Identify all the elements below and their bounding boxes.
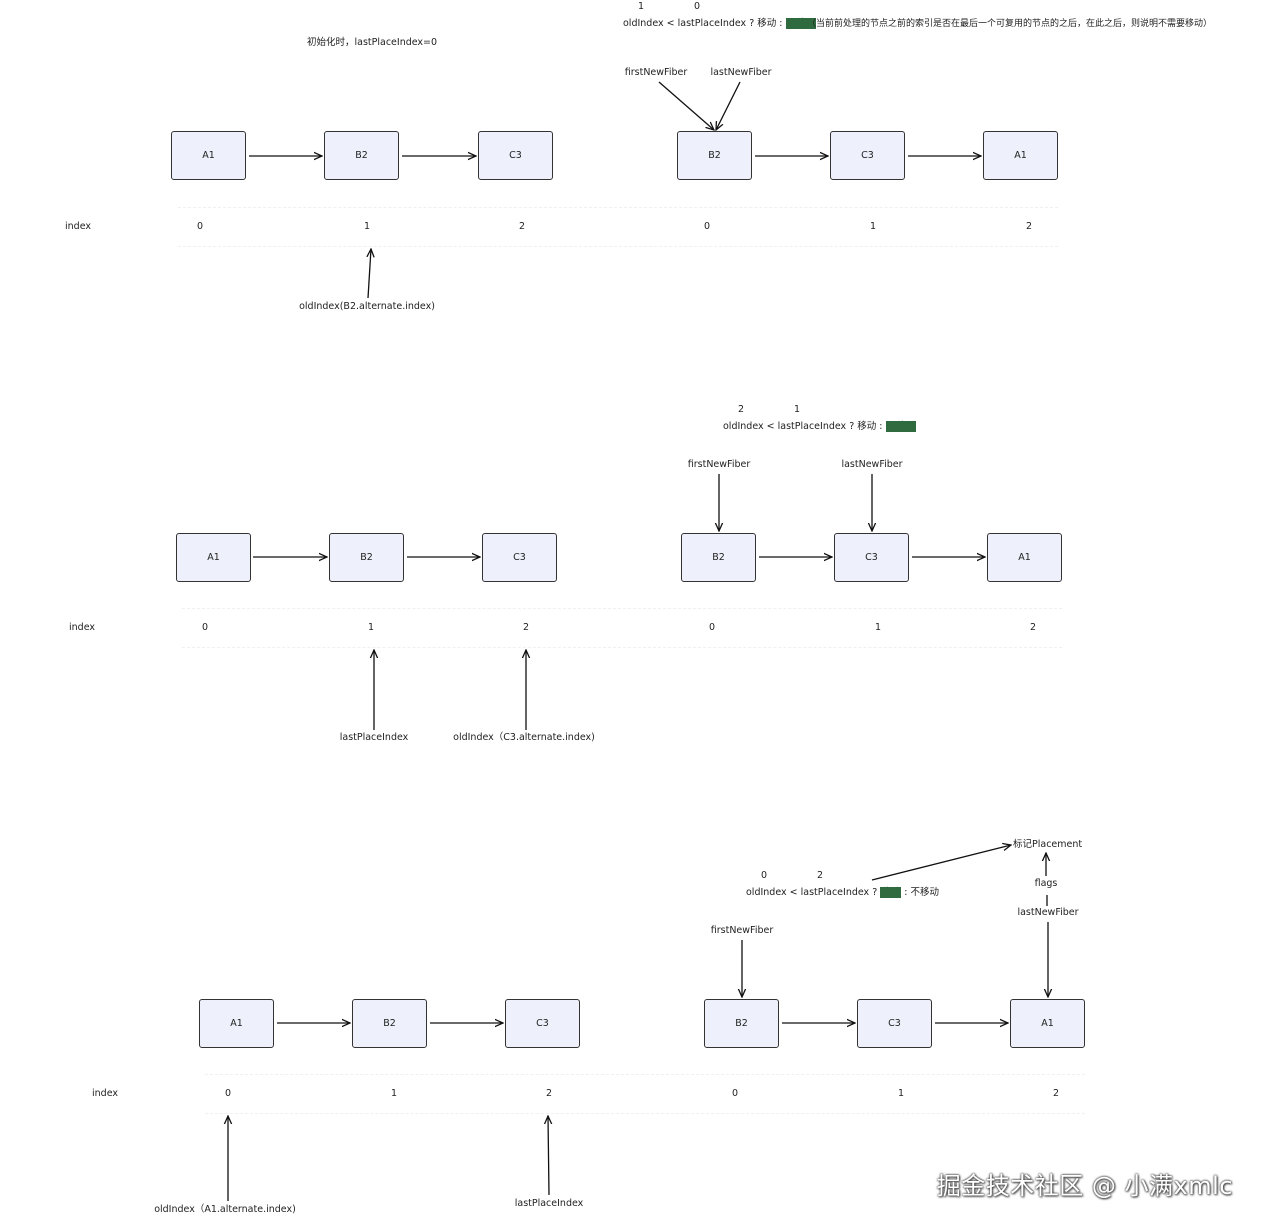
p1-note: （当前前处理的节点之前的索引是否在最后一个可复用的节点的之后，在此之后，则说明不…: [807, 19, 1213, 29]
p3-placement-arrow: [871, 845, 1011, 881]
p1-index-label: index: [65, 221, 91, 232]
p3-old-index-1: 1: [390, 1088, 398, 1099]
p1-new-index-1: 1: [869, 221, 877, 232]
p3-old-node-c3: C3: [505, 999, 580, 1048]
p2-new-node-b2: B2: [681, 533, 756, 582]
p2-last-place-index-label: lastPlaceIndex: [339, 732, 409, 743]
p2-num-right: 1: [793, 404, 801, 415]
p1-old-index-label: oldIndex(B2.alternate.index): [299, 301, 435, 312]
p2-new-node-a1: A1: [987, 533, 1062, 582]
p2-condition: oldIndex < lastPlaceIndex ? 移动 : 不移动: [723, 421, 917, 433]
p1-init-label: 初始化时，lastPlaceIndex=0: [307, 37, 438, 48]
p1-index-row: [178, 207, 1058, 247]
p3-new-index-2: 2: [1052, 1088, 1060, 1099]
p1-old-index-0: 0: [196, 221, 204, 232]
p1-new-node-c3: C3: [830, 131, 905, 180]
p1-first-new-fiber: firstNewFiber: [624, 67, 688, 78]
p3-index-label: index: [92, 1088, 118, 1099]
p2-new-index-0: 0: [708, 622, 716, 633]
p3-first-new-fiber: firstNewFiber: [710, 925, 774, 936]
p2-index-label: index: [69, 622, 95, 633]
p2-cond-highlight: 不移动: [885, 421, 917, 432]
p1-cond-highlight: 不移动: [785, 18, 817, 29]
p3-num-left: 0: [760, 870, 768, 881]
p1-last-fiber-arrow: [716, 81, 741, 130]
p1-new-node-a1: A1: [983, 131, 1058, 180]
p2-first-new-fiber: firstNewFiber: [687, 459, 751, 470]
p3-new-node-b2: B2: [704, 999, 779, 1048]
p3-old-index-2: 2: [545, 1088, 553, 1099]
p2-old-node-b2: B2: [329, 533, 404, 582]
p3-old-node-b2: B2: [352, 999, 427, 1048]
p3-cond-prefix: oldIndex < lastPlaceIndex ?: [746, 887, 881, 898]
p1-old-index-arrow: [368, 249, 371, 299]
p1-old-node-a1: A1: [171, 131, 246, 180]
p2-cond-prefix: oldIndex < lastPlaceIndex ? 移动 :: [723, 421, 886, 432]
p2-last-new-fiber: lastNewFiber: [841, 459, 903, 470]
p3-old-index-0: 0: [224, 1088, 232, 1099]
p2-new-node-c3: C3: [834, 533, 909, 582]
p2-old-node-c3: C3: [482, 533, 557, 582]
p3-last-new-fiber: lastNewFiber: [1017, 907, 1079, 918]
p2-new-index-2: 2: [1029, 622, 1037, 633]
p3-cond-highlight: 移动: [880, 887, 902, 898]
p3-last-place-arrow: [548, 1116, 549, 1196]
p1-condition: oldIndex < lastPlaceIndex ? 移动 : 不移动: [623, 18, 817, 30]
p3-cond-suffix: : 不移动: [901, 887, 940, 898]
p1-old-index-2: 2: [518, 221, 526, 232]
p1-new-index-2: 2: [1025, 221, 1033, 232]
p2-index-row: [182, 608, 1062, 648]
p1-new-index-0: 0: [703, 221, 711, 232]
p2-old-index-1: 1: [367, 622, 375, 633]
p3-new-node-c3: C3: [857, 999, 932, 1048]
p1-first-fiber-arrow: [658, 81, 714, 130]
p2-num-left: 2: [737, 404, 745, 415]
p1-old-node-b2: B2: [324, 131, 399, 180]
p3-new-index-0: 0: [731, 1088, 739, 1099]
p2-old-index-0: 0: [201, 622, 209, 633]
p3-new-index-1: 1: [897, 1088, 905, 1099]
p3-flags: flags: [1034, 878, 1058, 889]
p3-index-row: [205, 1074, 1085, 1114]
p1-num-right: 0: [693, 1, 701, 12]
p3-old-node-a1: A1: [199, 999, 274, 1048]
p3-num-right: 2: [816, 870, 824, 881]
p2-old-node-a1: A1: [176, 533, 251, 582]
p2-old-index-label: oldIndex（C3.alternate.index): [453, 732, 595, 743]
p3-condition: oldIndex < lastPlaceIndex ? 移动 : 不移动: [746, 887, 939, 899]
p1-old-index-1: 1: [363, 221, 371, 232]
watermark: 掘金技术社区 @ 小满xmlc: [936, 1172, 1233, 1200]
p3-mark-placement: 标记Placement: [1013, 839, 1083, 850]
p2-new-index-1: 1: [874, 622, 882, 633]
p2-old-index-2: 2: [522, 622, 530, 633]
p1-old-node-c3: C3: [478, 131, 553, 180]
p1-new-node-b2: B2: [677, 131, 752, 180]
p3-new-node-a1: A1: [1010, 999, 1085, 1048]
p1-cond-prefix: oldIndex < lastPlaceIndex ? 移动 :: [623, 18, 786, 29]
p1-last-new-fiber: lastNewFiber: [710, 67, 772, 78]
p1-num-left: 1: [637, 1, 645, 12]
p3-last-place-index-label: lastPlaceIndex: [514, 1198, 584, 1209]
p3-old-index-label: oldIndex（A1.alternate.index): [154, 1204, 296, 1215]
